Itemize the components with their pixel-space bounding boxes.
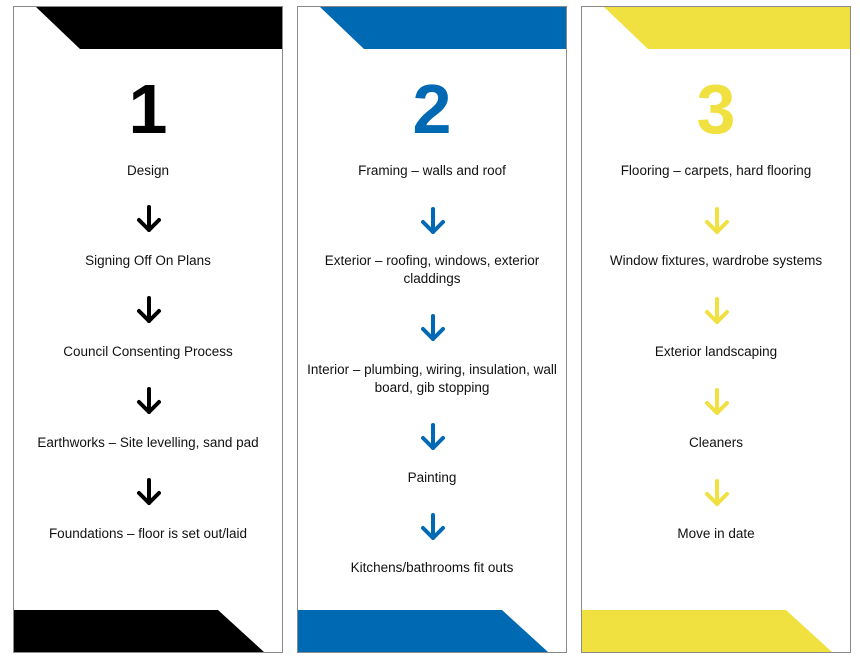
step-label: Painting	[407, 470, 457, 485]
top-corner-band	[604, 7, 850, 49]
bottom-corner-band	[14, 610, 264, 652]
arrow-down-icon	[705, 297, 729, 324]
stage-1-panel: 1 Design Signing Off On Plans Council Co…	[13, 6, 283, 653]
stage-2-panel: 2 Framing – walls and roof Exterior – ro…	[297, 6, 567, 653]
arrow-down-icon	[137, 478, 161, 505]
step-label: Move in date	[677, 526, 755, 541]
step-label: Window fixtures, wardrobe systems	[609, 253, 823, 268]
bottom-corner-band	[582, 610, 832, 652]
step-label: Exterior landscaping	[654, 344, 778, 359]
step-label: Flooring – carpets, hard flooring	[620, 163, 812, 178]
step-label: Council Consenting Process	[63, 344, 233, 359]
stage-3-panel: 3 Flooring – carpets, hard flooring Wind…	[581, 6, 851, 653]
arrow-down-icon	[421, 423, 445, 450]
step-label: Exterior – roofing, windows, exterior cl…	[324, 253, 540, 286]
step-label: Interior – plumbing, wiring, insulation,…	[307, 362, 557, 395]
arrow-down-icon	[137, 296, 161, 323]
top-corner-band	[36, 7, 282, 49]
step-label: Framing – walls and roof	[358, 163, 506, 178]
step-label: Cleaners	[688, 435, 744, 450]
top-corner-band	[320, 7, 566, 49]
stage-number: 3	[696, 70, 736, 148]
step-label: Design	[126, 163, 170, 178]
step-label: Earthworks – Site levelling, sand pad	[37, 435, 259, 450]
arrow-down-icon	[705, 388, 729, 415]
bottom-corner-band	[298, 610, 548, 652]
arrow-down-icon	[705, 207, 729, 234]
arrow-down-icon	[137, 387, 161, 414]
arrow-down-icon	[421, 314, 445, 341]
stage-number: 1	[128, 70, 168, 148]
arrow-down-icon	[421, 207, 445, 234]
step-label: Kitchens/bathrooms fit outs	[350, 560, 514, 575]
arrow-down-icon	[137, 205, 161, 232]
arrow-down-icon	[705, 479, 729, 506]
stage-number: 2	[412, 70, 452, 148]
step-label: Signing Off On Plans	[85, 253, 211, 268]
step-label: Foundations – floor is set out/laid	[48, 526, 248, 541]
arrow-down-icon	[421, 513, 445, 540]
